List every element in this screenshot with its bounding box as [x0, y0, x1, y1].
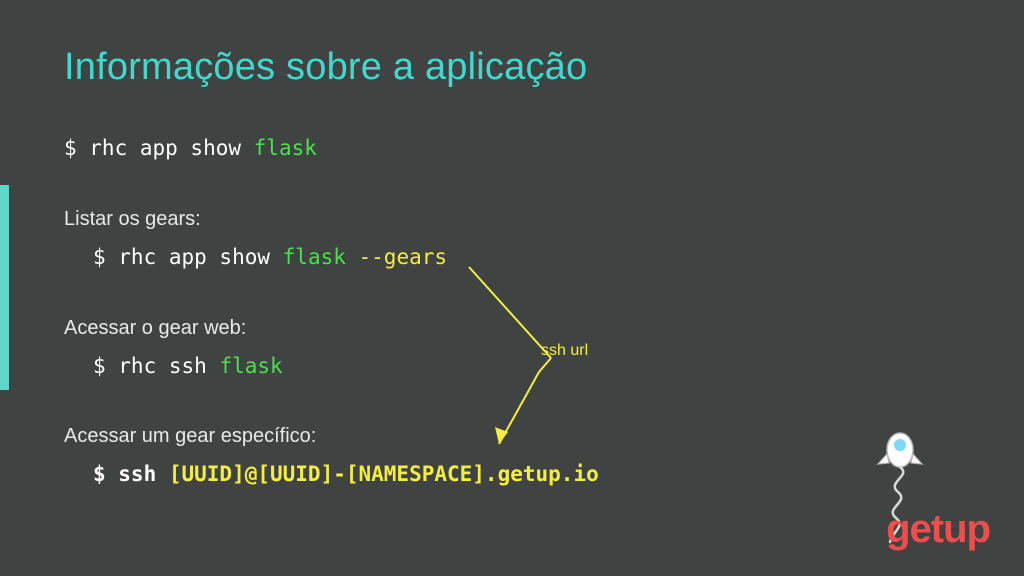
accent-bar	[0, 185, 9, 390]
getup-logo-text: getup	[886, 507, 991, 551]
command-line-ssh-uuid: $ ssh [UUID]@[UUID]-[NAMESPACE].getup.io	[93, 462, 599, 486]
command-flag-gears: --gears	[345, 245, 448, 269]
command-prompt-text: $ ssh	[93, 462, 169, 486]
command-arg-ssh-url: [UUID]@[UUID]-[NAMESPACE].getup.io	[168, 462, 599, 486]
label-acessar-gear-web: Acessar o gear web:	[64, 317, 247, 339]
command-line-ssh-app: $ rhc ssh flask	[93, 354, 283, 378]
annotation-arrow-icon	[468, 266, 552, 445]
command-prompt-text: $ rhc app show	[93, 245, 283, 269]
command-arg-app: flask	[282, 245, 346, 269]
command-arg-app: flask	[219, 354, 283, 378]
command-line-app-show-gears: $ rhc app show flask --gears	[93, 245, 447, 269]
label-acessar-gear-especifico: Acessar um gear específico:	[64, 425, 317, 447]
getup-rocket-icon	[876, 432, 924, 544]
command-arg-app: flask	[253, 136, 317, 160]
command-prompt-text: $ rhc ssh	[93, 354, 220, 378]
annotation-ssh-url-label: ssh url	[541, 342, 589, 359]
label-listar-gears: Listar os gears:	[64, 208, 201, 230]
page-title: Informações sobre a aplicação	[64, 46, 588, 88]
command-prompt-text: $ rhc app show	[64, 136, 254, 160]
command-line-app-show: $ rhc app show flask	[64, 136, 317, 160]
